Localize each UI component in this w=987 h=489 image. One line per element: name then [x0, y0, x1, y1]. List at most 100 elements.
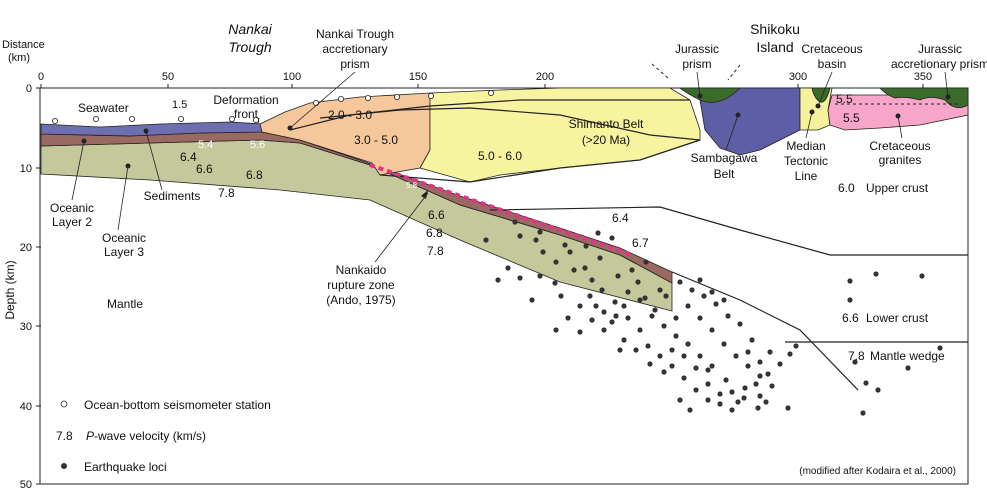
title-accretionary-2: accretionary: [322, 42, 387, 56]
earthquake-locus: [919, 273, 925, 279]
y-tick-label: 40: [20, 401, 32, 413]
earthquake-locus: [577, 303, 583, 309]
jurassic-prism: [678, 87, 741, 103]
label-mtl-2: Tectonic: [784, 154, 828, 168]
earthquake-locus: [717, 401, 723, 407]
vel-6-8b: 6.8: [426, 226, 443, 240]
earthquake-locus: [615, 273, 621, 279]
earthquake-locus: [537, 229, 543, 235]
obs-station: [393, 94, 400, 101]
vel-6-6c: 6.6: [842, 311, 859, 325]
x-tick-label: 350: [914, 71, 932, 83]
earthquake-locus: [709, 363, 715, 369]
earthquake-locus: [583, 243, 589, 249]
title-jurassic-accretionary-2: accretionary prism: [891, 57, 987, 71]
label-seawater: Seawater: [78, 101, 129, 115]
leader-jurassic-prism: [696, 71, 701, 97]
leader-accretionary: [289, 71, 356, 129]
dot-oceanic-2: [81, 138, 87, 144]
moho-line: [671, 271, 859, 391]
title-jurassic-prism-1: Jurassic: [675, 42, 719, 56]
earthquake-locus: [721, 341, 727, 347]
dot-granites: [895, 113, 901, 119]
vel-6-0: 6.0: [838, 181, 855, 195]
axis-ticks: [36, 84, 924, 485]
label-mantle: Mantle: [107, 297, 143, 311]
label-upper-crust: Upper crust: [866, 181, 929, 195]
earthquake-locus: [757, 359, 763, 365]
earthquake-locus: [713, 301, 719, 307]
coastline-mark-left: [651, 63, 669, 79]
jurassic-accretionary-prism: [879, 87, 969, 108]
earthquake-locus: [643, 259, 649, 265]
label-front: front: [234, 107, 259, 121]
earthquake-locus: [745, 363, 751, 369]
earthquake-locus: [652, 307, 658, 313]
title-accretionary-3: prism: [340, 57, 369, 71]
earthquake-locus: [681, 375, 687, 381]
earthquake-locus: [689, 287, 695, 293]
earthquake-locus: [755, 405, 761, 411]
dot-cretaceous-basin: [815, 103, 821, 109]
earthquake-locus: [661, 323, 667, 329]
earthquake-locus: [642, 295, 648, 301]
earthquake-locus: [533, 237, 539, 243]
leader-oceanic-2: [71, 140, 85, 201]
earthquake-locus: [735, 399, 741, 405]
earthquake-locus: [629, 267, 635, 273]
earthquake-locus: [589, 277, 595, 283]
obs-station: [337, 96, 344, 103]
label-sediments: Sediments: [144, 189, 201, 203]
obs-stations: [52, 90, 494, 125]
earthquake-locus: [483, 237, 489, 243]
earthquake-locus: [677, 397, 683, 403]
vel-7-8b: 7.8: [427, 244, 444, 258]
earthquake-locus: [860, 410, 866, 416]
title-island: Island: [756, 39, 793, 55]
earthquake-locus: [613, 313, 619, 319]
label-oceanic-3a: Oceanic: [102, 231, 146, 245]
earthquake-locus: [697, 315, 703, 321]
legend-obs: Ocean-bottom seismometer station: [84, 398, 271, 412]
earthquake-locus: [587, 293, 593, 299]
dot-sambagawa: [735, 112, 741, 118]
label-shimanto-2: (>20 Ma): [582, 133, 630, 147]
label-oceanic-3b: Layer 3: [104, 245, 144, 259]
earthquake-locus: [937, 345, 943, 351]
vel-5-5b: 5.5: [843, 111, 860, 125]
vel-5-5a: 5.5: [836, 92, 853, 106]
vel-7-8c: 7.8: [848, 349, 865, 363]
earthquake-locus: [685, 303, 691, 309]
earthquake-locus: [767, 349, 773, 355]
earthquake-locus: [693, 365, 699, 371]
earthquake-locus: [723, 377, 729, 383]
vel-6-6a: 6.6: [196, 162, 213, 176]
earthquake-locus: [769, 383, 775, 389]
earthquake-locus: [709, 289, 715, 295]
earthquake-locus: [733, 353, 739, 359]
earthquake-locus: [621, 303, 627, 309]
earthquake-locus: [558, 293, 564, 299]
vel-5-6b: 5.6: [250, 139, 265, 151]
sambagawa-belt: [699, 87, 801, 156]
earthquake-locus: [669, 347, 675, 353]
x-tick-label: 100: [283, 71, 301, 83]
earthquake-locus: [677, 279, 683, 285]
earthquake-locus: [673, 333, 679, 339]
leader-cretaceous-basin: [817, 71, 833, 107]
x-tick-label: 150: [409, 71, 427, 83]
earthquake-locus: [697, 277, 703, 283]
title-shikoku: Shikoku: [750, 21, 800, 37]
vel-5-8: 5.8: [406, 181, 418, 190]
earthquake-locus: [757, 393, 763, 399]
earthquake-locus: [697, 353, 703, 359]
coastline-mark-right: [727, 64, 741, 81]
obs-station: [177, 116, 184, 123]
earthquake-locus: [737, 321, 743, 327]
label-shimanto-1: Shimanto Belt: [569, 117, 644, 131]
obs-station: [93, 116, 100, 123]
earthquake-locus: [571, 267, 577, 273]
earthquake-locus: [863, 380, 869, 386]
legend-vel-rest: -wave velocity (km/s): [94, 429, 206, 443]
